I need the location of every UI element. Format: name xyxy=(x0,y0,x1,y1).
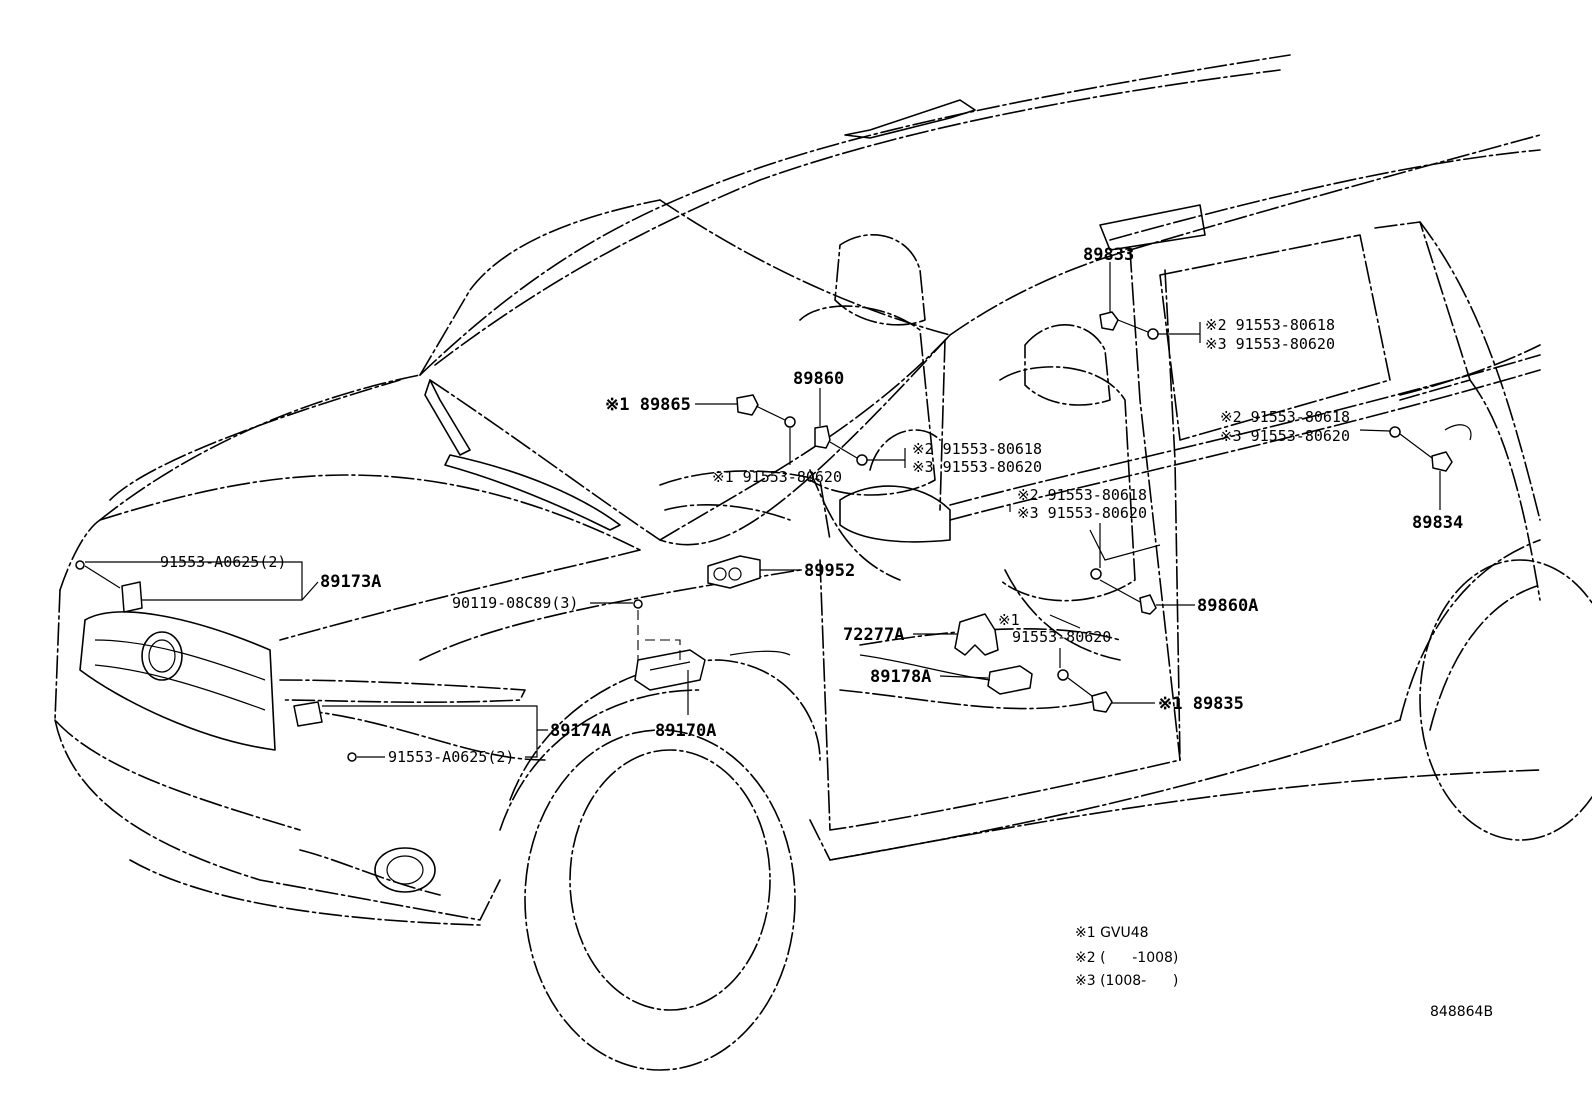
label-89834: 89834 xyxy=(1412,513,1463,533)
label-89174a: 89174A xyxy=(550,721,611,741)
label-mid-bolt-s3: ※3 91553-80620 xyxy=(1017,504,1147,522)
label-89833-bolt-s2: ※2 91553-80618 xyxy=(1205,316,1335,334)
legend-note-3: ※3 (1008- ) xyxy=(1075,973,1178,989)
bolt-89173a xyxy=(75,560,85,570)
label-89835: ※1 89835 xyxy=(1158,694,1244,714)
diagram-code: 848864B xyxy=(1430,1004,1493,1020)
bolt-89835 xyxy=(1057,669,1069,681)
label-89860-bolt-s2: ※2 91553-80618 xyxy=(912,440,1042,458)
label-89178a: 89178A xyxy=(870,667,931,687)
label-89865: ※1 89865 xyxy=(605,395,691,415)
label-91553-a0625-top: 91553-A0625(2) xyxy=(160,553,286,571)
leader-lines xyxy=(84,262,1441,758)
sensor-89860 xyxy=(814,425,831,449)
sensor-89173a xyxy=(121,581,143,613)
label-89834-bolt-s3: ※3 91553-80620 xyxy=(1220,427,1350,445)
bolt-89860a xyxy=(1090,568,1102,580)
sensor-89174a xyxy=(293,701,323,727)
sensor-89835 xyxy=(1091,691,1113,713)
sensor-89952 xyxy=(707,555,761,589)
vehicle-outline xyxy=(54,54,1592,1071)
label-89170a: 89170A xyxy=(655,721,716,741)
label-72277a: 72277A xyxy=(843,625,904,645)
label-89952: 89952 xyxy=(804,561,855,581)
bolt-89833 xyxy=(1147,328,1159,340)
legend-note-2: ※2 ( -1008) xyxy=(1075,950,1178,966)
sensor-89860a xyxy=(1139,594,1157,615)
label-mid-bolt-s2: ※2 91553-80618 xyxy=(1017,486,1147,504)
bolt-89174a xyxy=(347,752,357,762)
bolt-90119 xyxy=(633,599,643,609)
bracket-72277a xyxy=(954,613,999,656)
label-89860-bolt-s3: ※3 91553-80620 xyxy=(912,458,1042,476)
bolt-89860 xyxy=(856,454,868,466)
sensor-89833 xyxy=(1099,311,1119,331)
ecu-89170a xyxy=(634,649,706,691)
legend-note-1: ※1 GVU48 xyxy=(1075,925,1149,941)
parts xyxy=(75,311,1453,762)
label-89860a: 89860A xyxy=(1197,596,1258,616)
bolt-89865 xyxy=(784,416,796,428)
label-89173a: 89173A xyxy=(320,572,381,592)
label-89833-bolt-s3: ※3 91553-80620 xyxy=(1205,335,1335,353)
label-89178a-bolt-note: ※1 xyxy=(998,611,1020,629)
sensor-89865 xyxy=(736,394,759,416)
legend: ※1 GVU48 ※2 ( -1008) ※3 (1008- ) xyxy=(1075,925,1178,989)
bolt-89834 xyxy=(1389,426,1401,438)
part-labels: 89833 ※2 91553-80618 ※3 91553-80620 8986… xyxy=(160,245,1463,766)
label-89833: 89833 xyxy=(1083,245,1134,265)
label-89834-bolt-s2: ※2 91553-80618 xyxy=(1220,408,1350,426)
label-89860: 89860 xyxy=(793,369,844,389)
label-91553-a0625-bottom: 91553-A0625(2) xyxy=(388,748,514,766)
label-90119: 90119-08C89(3) xyxy=(452,594,578,612)
label-89865-bolt: ※1 91553-80620 xyxy=(712,468,842,486)
label-89178a-bolt: 91553-80620 xyxy=(1012,628,1111,646)
sensor-89178a xyxy=(987,665,1033,695)
sensor-89834 xyxy=(1431,451,1453,472)
